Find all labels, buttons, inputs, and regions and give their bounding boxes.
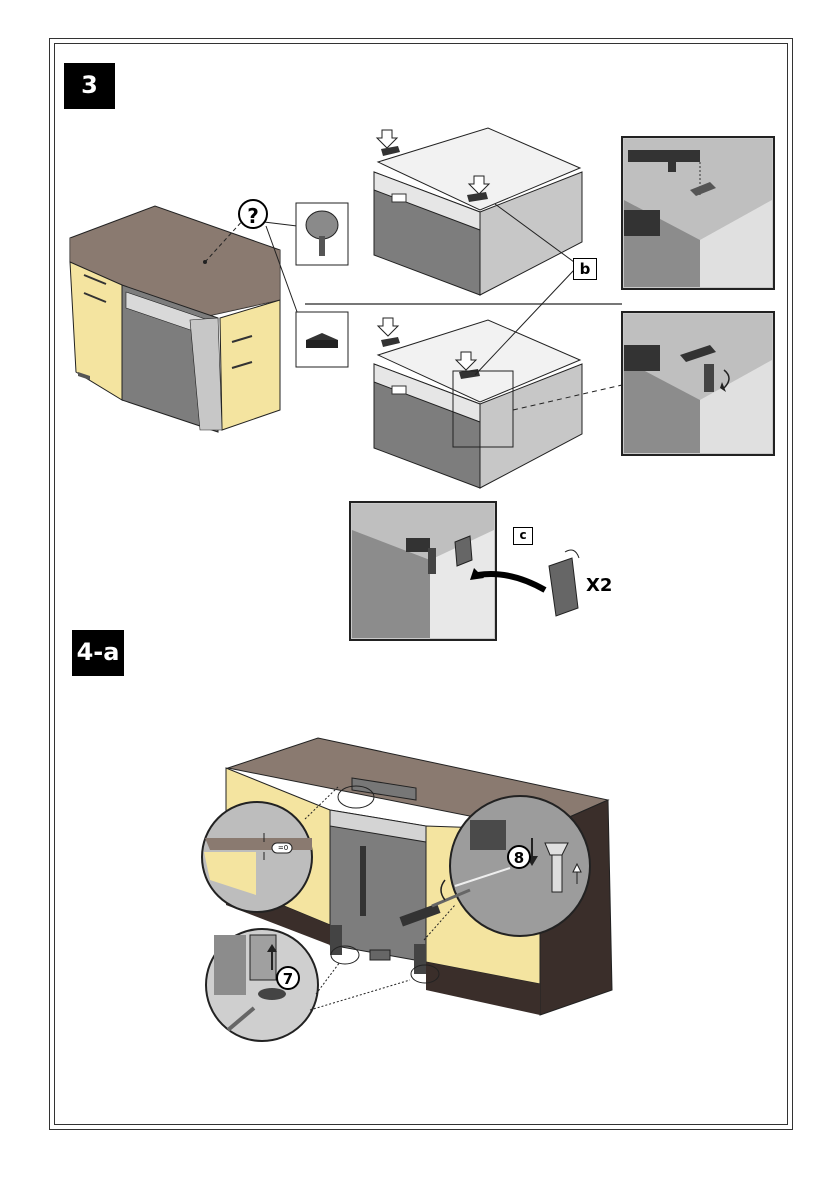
dishwasher-top-lower	[374, 318, 622, 488]
detail-view-middle	[622, 312, 774, 455]
label-c: c	[513, 527, 533, 545]
step-number-8: 8	[507, 845, 531, 869]
step-number-7: 7	[276, 966, 300, 990]
block-icon	[296, 312, 348, 367]
kitchen-cabinet-illustration	[70, 206, 300, 432]
question-callout: ?	[238, 199, 268, 229]
tree-icon	[296, 203, 348, 265]
dishwasher-top-upper	[374, 128, 582, 295]
quantity-x2: X2	[586, 575, 612, 596]
detail-view-bottom	[350, 502, 579, 640]
detail-view-upper	[622, 137, 774, 289]
gap-zero-label: =0	[273, 843, 293, 853]
label-b: b	[573, 258, 597, 280]
